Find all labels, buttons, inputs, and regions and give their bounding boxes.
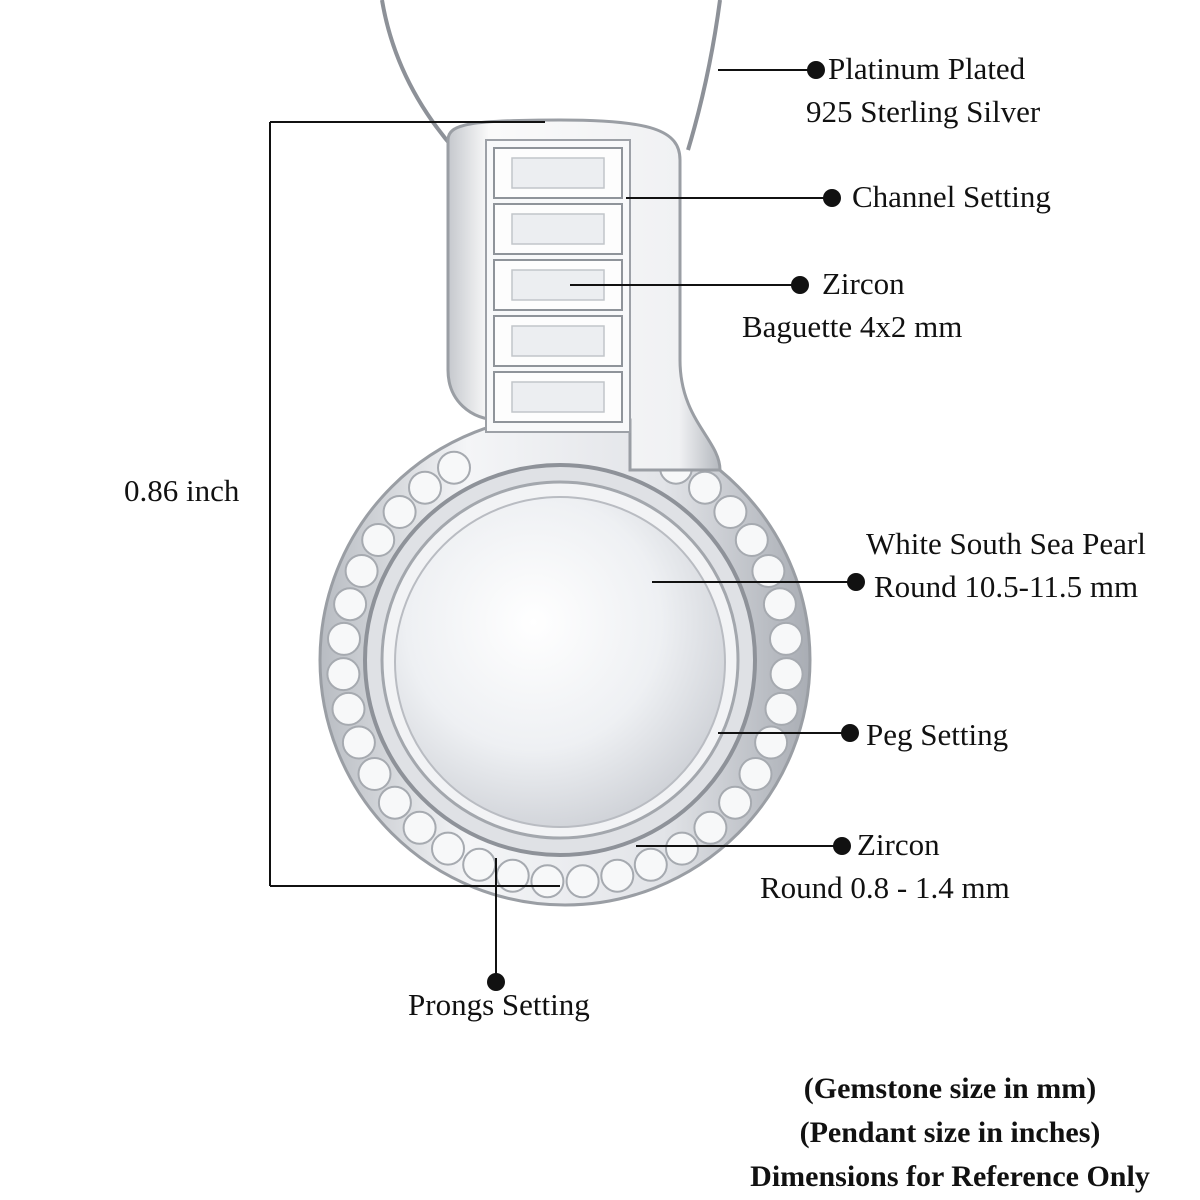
label-zircon-baguette-line2: Baguette 4x2 mm xyxy=(742,309,963,344)
halo-zircon-stone xyxy=(769,657,804,692)
label-height: 0.86 inch xyxy=(124,473,240,508)
halo-zircon-stone xyxy=(333,587,368,622)
label-pearl-line2: Round 10.5-11.5 mm xyxy=(874,569,1139,604)
halo-zircon-stone xyxy=(326,657,361,692)
label-platinum-line1: Platinum Plated xyxy=(828,51,1026,86)
note-reference: Dimensions for Reference Only xyxy=(750,1160,1150,1193)
note-pendant-size: (Pendant size in inches) xyxy=(799,1116,1101,1149)
label-zircon-baguette-line1: Zircon xyxy=(822,266,905,301)
halo-zircon-stone xyxy=(341,725,376,760)
halo-zircon-stone xyxy=(751,554,786,588)
label-zircon-round-line2: Round 0.8 - 1.4 mm xyxy=(760,870,1010,905)
halo-zircon-stone xyxy=(769,621,803,656)
halo-zircon-stone xyxy=(633,847,668,882)
dot-zircon-round xyxy=(833,837,851,855)
label-peg-setting: Peg Setting xyxy=(866,717,1009,752)
baguette-facet xyxy=(511,157,605,189)
halo-zircon-stone xyxy=(734,523,769,557)
halo-zircon-stone xyxy=(600,858,635,893)
halo-zircon-stone xyxy=(738,757,773,791)
halo-zircon-stone xyxy=(762,587,797,622)
halo-zircon-stone xyxy=(688,470,722,505)
halo-zircon-stone xyxy=(361,523,396,557)
halo-zircon-stone xyxy=(377,785,412,820)
dot-prongs xyxy=(487,973,505,991)
halo-zircon-stone xyxy=(402,810,437,845)
halo-zircon-stone xyxy=(718,785,753,820)
halo-zircon-stone xyxy=(357,757,392,791)
label-pearl-line1: White South Sea Pearl xyxy=(866,526,1146,561)
halo-zircon-stone xyxy=(665,831,699,866)
leader-dots xyxy=(487,61,865,991)
dot-platinum xyxy=(807,61,825,79)
dot-channel xyxy=(823,189,841,207)
pearl xyxy=(394,496,726,828)
halo-zircon-stone xyxy=(693,810,728,845)
baguette-facet xyxy=(511,381,605,413)
height-dimension xyxy=(269,121,560,887)
halo-zircon-stone xyxy=(382,495,417,529)
dot-peg xyxy=(841,724,859,742)
leader-lines xyxy=(495,69,856,982)
chain xyxy=(380,0,722,152)
label-channel-setting: Channel Setting xyxy=(852,179,1051,214)
label-platinum-line2: 925 Sterling Silver xyxy=(806,94,1041,129)
halo-zircon-stone xyxy=(754,725,789,760)
halo-zircon-stone xyxy=(327,621,361,656)
halo-zircon-stone xyxy=(462,847,497,882)
label-prongs-setting: Prongs Setting xyxy=(408,987,590,1022)
baguette-facet xyxy=(511,325,605,357)
dot-zircon-baguette xyxy=(791,276,809,294)
halo-zircon-stone xyxy=(764,691,799,726)
label-zircon-round-line1: Zircon xyxy=(857,827,940,862)
baguette-facet xyxy=(511,213,605,245)
note-gemstone-size: (Gemstone size in mm) xyxy=(803,1072,1097,1105)
halo-zircon-stone xyxy=(530,864,565,899)
dot-pearl xyxy=(847,573,865,591)
baguette-zircon-stones xyxy=(493,147,623,423)
halo-zircon-stone xyxy=(408,470,442,505)
halo-zircon-stone xyxy=(431,831,465,866)
halo-zircon-stone xyxy=(713,495,748,529)
halo-zircon-stone xyxy=(331,691,366,726)
halo-zircon-stone xyxy=(565,864,600,899)
halo-zircon-stone xyxy=(437,450,471,485)
halo-zircon-stone xyxy=(344,554,379,588)
